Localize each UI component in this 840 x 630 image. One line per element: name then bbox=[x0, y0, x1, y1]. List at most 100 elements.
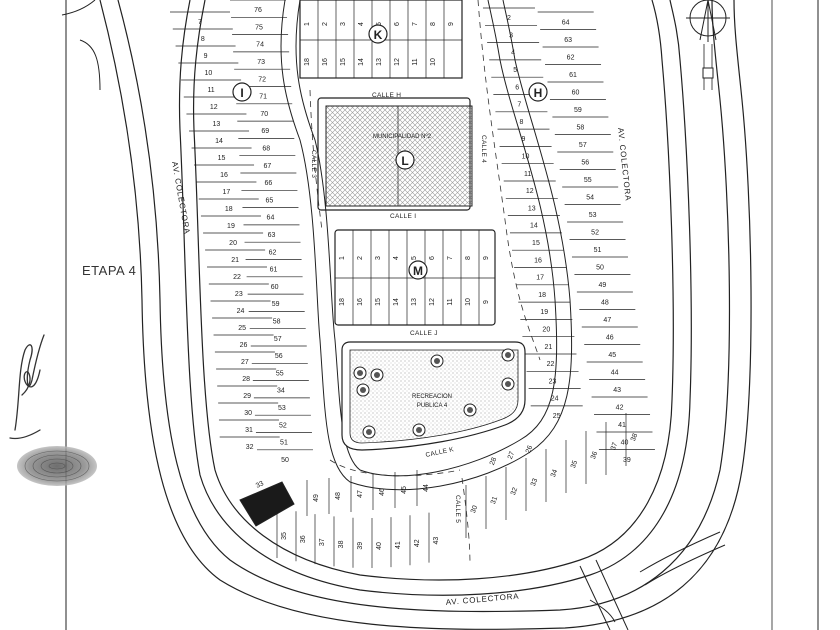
lot-number: 3 bbox=[375, 256, 382, 260]
lot-number: 73 bbox=[257, 59, 265, 66]
lot-number: 11 bbox=[207, 87, 214, 94]
street-k-label: CALLE K bbox=[425, 446, 455, 459]
street-5-label: CALLE 5 bbox=[454, 495, 461, 523]
lot-number: 67 bbox=[263, 163, 271, 170]
avenue-colectora-outline bbox=[99, 0, 752, 630]
lot-number: 11 bbox=[412, 58, 419, 65]
lot-number: 45 bbox=[401, 486, 408, 494]
tree-icon bbox=[362, 425, 376, 439]
lot-numbers: 7891011121314151617181920212223242526272… bbox=[198, 7, 639, 550]
lot-number: 28 bbox=[242, 376, 250, 383]
lot-number: 22 bbox=[233, 274, 241, 281]
lot-number: 29 bbox=[243, 393, 251, 400]
lot-number: 49 bbox=[599, 282, 607, 289]
lot-number: 4 bbox=[393, 256, 400, 260]
lot-number: 50 bbox=[281, 457, 289, 464]
north-arrow-icon bbox=[686, 0, 730, 90]
avenue-east-label: AV. COLECTORA bbox=[616, 127, 633, 201]
lot-number: 75 bbox=[255, 24, 263, 31]
lot-number: 61 bbox=[270, 267, 278, 274]
lot-number: 16 bbox=[534, 257, 542, 264]
lot-number: 18 bbox=[225, 206, 233, 213]
lot-number: 60 bbox=[572, 89, 580, 96]
lot-number: 27 bbox=[507, 451, 516, 461]
lot-number: 42 bbox=[616, 404, 624, 411]
lot-number: 8 bbox=[465, 256, 472, 260]
lot-number: 10 bbox=[430, 58, 437, 66]
lot-number: 35 bbox=[570, 460, 579, 470]
lot-number: 43 bbox=[433, 537, 440, 545]
lot-number: 58 bbox=[576, 124, 584, 131]
lot-number: 17 bbox=[223, 189, 231, 196]
lot-number: 9 bbox=[483, 256, 490, 260]
lot-number: 39 bbox=[623, 457, 631, 464]
lot-number: 33 bbox=[530, 478, 539, 488]
lot-number: 19 bbox=[227, 223, 235, 230]
lot-number: 72 bbox=[258, 76, 266, 83]
lot-number: 5 bbox=[376, 22, 383, 26]
block-h-marker: H bbox=[528, 82, 548, 102]
lot-number: 38 bbox=[338, 540, 345, 548]
corner-lot-number: 33 bbox=[255, 480, 265, 490]
lot-number: 63 bbox=[564, 37, 572, 44]
lot-number: 47 bbox=[603, 317, 611, 324]
lot-number: 66 bbox=[264, 180, 272, 187]
lot-number: 28 bbox=[489, 457, 498, 467]
tree-group bbox=[353, 348, 515, 439]
lot-number: 64 bbox=[267, 215, 275, 222]
lot-number: 9 bbox=[448, 22, 455, 26]
lot-number: 10 bbox=[204, 70, 212, 77]
lot-number: 25 bbox=[238, 325, 246, 332]
lot-number: 15 bbox=[375, 298, 382, 306]
block-h-marker-icon bbox=[528, 82, 548, 102]
filled-lot-33 bbox=[239, 481, 295, 527]
lot-number: 65 bbox=[266, 197, 274, 204]
lot-number: 16 bbox=[322, 58, 329, 66]
lot-number: 63 bbox=[268, 232, 276, 239]
block-l-label: L bbox=[401, 154, 408, 168]
lot-number: 21 bbox=[231, 257, 239, 264]
lot-number: 23 bbox=[235, 291, 243, 298]
tree-icon bbox=[412, 423, 426, 437]
lot-number: 21 bbox=[545, 344, 553, 351]
lot-number: 39 bbox=[357, 542, 364, 550]
lot-number: 15 bbox=[218, 155, 226, 162]
lot-number: 57 bbox=[274, 336, 282, 343]
lot-number: 74 bbox=[256, 42, 264, 49]
stage-label: ETAPA 4 bbox=[82, 263, 136, 278]
block-k-label: K bbox=[374, 28, 383, 42]
lot-number: 51 bbox=[594, 247, 602, 254]
lot-number: 12 bbox=[429, 298, 436, 306]
lot-number: 76 bbox=[254, 7, 262, 14]
recreation-area: RECREACION PUBLICA 4 bbox=[341, 341, 526, 451]
block-m-marker-icon bbox=[408, 260, 428, 280]
lot-number: 7 bbox=[517, 102, 521, 109]
lot-number: 44 bbox=[611, 369, 619, 376]
lot-number: 13 bbox=[213, 121, 221, 128]
lot-number: 69 bbox=[261, 128, 269, 135]
lot-number: 10 bbox=[522, 154, 530, 161]
lot-number: 44 bbox=[423, 484, 430, 492]
lot-number: 40 bbox=[376, 542, 383, 550]
lot-number: 17 bbox=[536, 275, 544, 282]
lot-number: 34 bbox=[550, 469, 559, 479]
lot-number: 12 bbox=[394, 58, 401, 66]
avenue-west-label: AV. COLECTORA bbox=[170, 161, 192, 235]
lot-number: 1 bbox=[304, 22, 311, 26]
lot-number: 62 bbox=[567, 54, 575, 61]
block-l-municipal: L MUNICIPALIDAD Nº2 bbox=[317, 97, 473, 211]
lot-number: 41 bbox=[395, 541, 402, 549]
lot-number: 55 bbox=[584, 177, 592, 184]
block-h-label: H bbox=[534, 86, 543, 100]
lot-number: 10 bbox=[465, 298, 472, 306]
lot-number: 6 bbox=[515, 84, 519, 91]
block-i-marker-icon bbox=[232, 82, 252, 102]
recreation-label-line1: RECREACION bbox=[412, 394, 452, 400]
lot-number: 7 bbox=[447, 256, 454, 260]
lot-number: 25 bbox=[553, 413, 561, 420]
lot-number: 27 bbox=[241, 359, 249, 366]
lot-number: 71 bbox=[259, 94, 267, 101]
street-4-label: CALLE 4 bbox=[480, 135, 487, 163]
block-i-marker: I bbox=[232, 82, 252, 102]
lot-number: 30 bbox=[244, 410, 252, 417]
